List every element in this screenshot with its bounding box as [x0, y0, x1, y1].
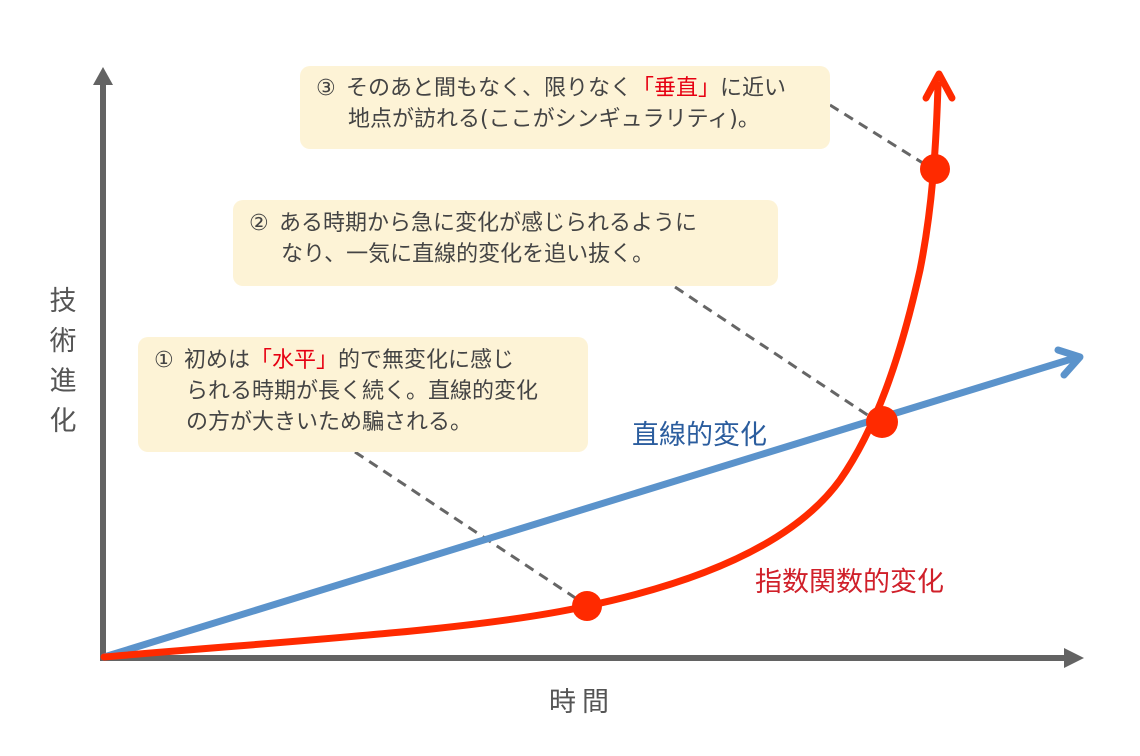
linear-series-line [100, 353, 1082, 661]
linear-series-label: 直線的変化 [632, 420, 767, 451]
point-2 [866, 406, 898, 438]
exponential-series-label: 指数関数的変化 [755, 567, 944, 598]
y-axis-label: 技 術 進 化 [49, 286, 77, 437]
callout-3-number: ③ [316, 76, 336, 101]
exponential-arrowhead-icon [922, 70, 956, 102]
leader-line-3 [829, 103, 927, 167]
x-axis-label: 時間 [549, 687, 615, 718]
x-axis-arrow-icon [1064, 648, 1084, 668]
linear-arrowhead-icon [1054, 346, 1084, 379]
leader-line-1 [354, 450, 584, 605]
point-3 [920, 154, 950, 184]
point-1 [572, 591, 602, 621]
callout-1-highlight: 「水平」 [250, 348, 339, 373]
callout-1-number: ① [154, 348, 174, 373]
leader-line-2 [674, 285, 873, 420]
callout-3-highlight: 「垂直」 [632, 76, 721, 101]
y-axis-arrow-icon [93, 67, 113, 85]
exponential-series-curve [100, 81, 942, 661]
callout-2-number: ② [249, 211, 269, 236]
